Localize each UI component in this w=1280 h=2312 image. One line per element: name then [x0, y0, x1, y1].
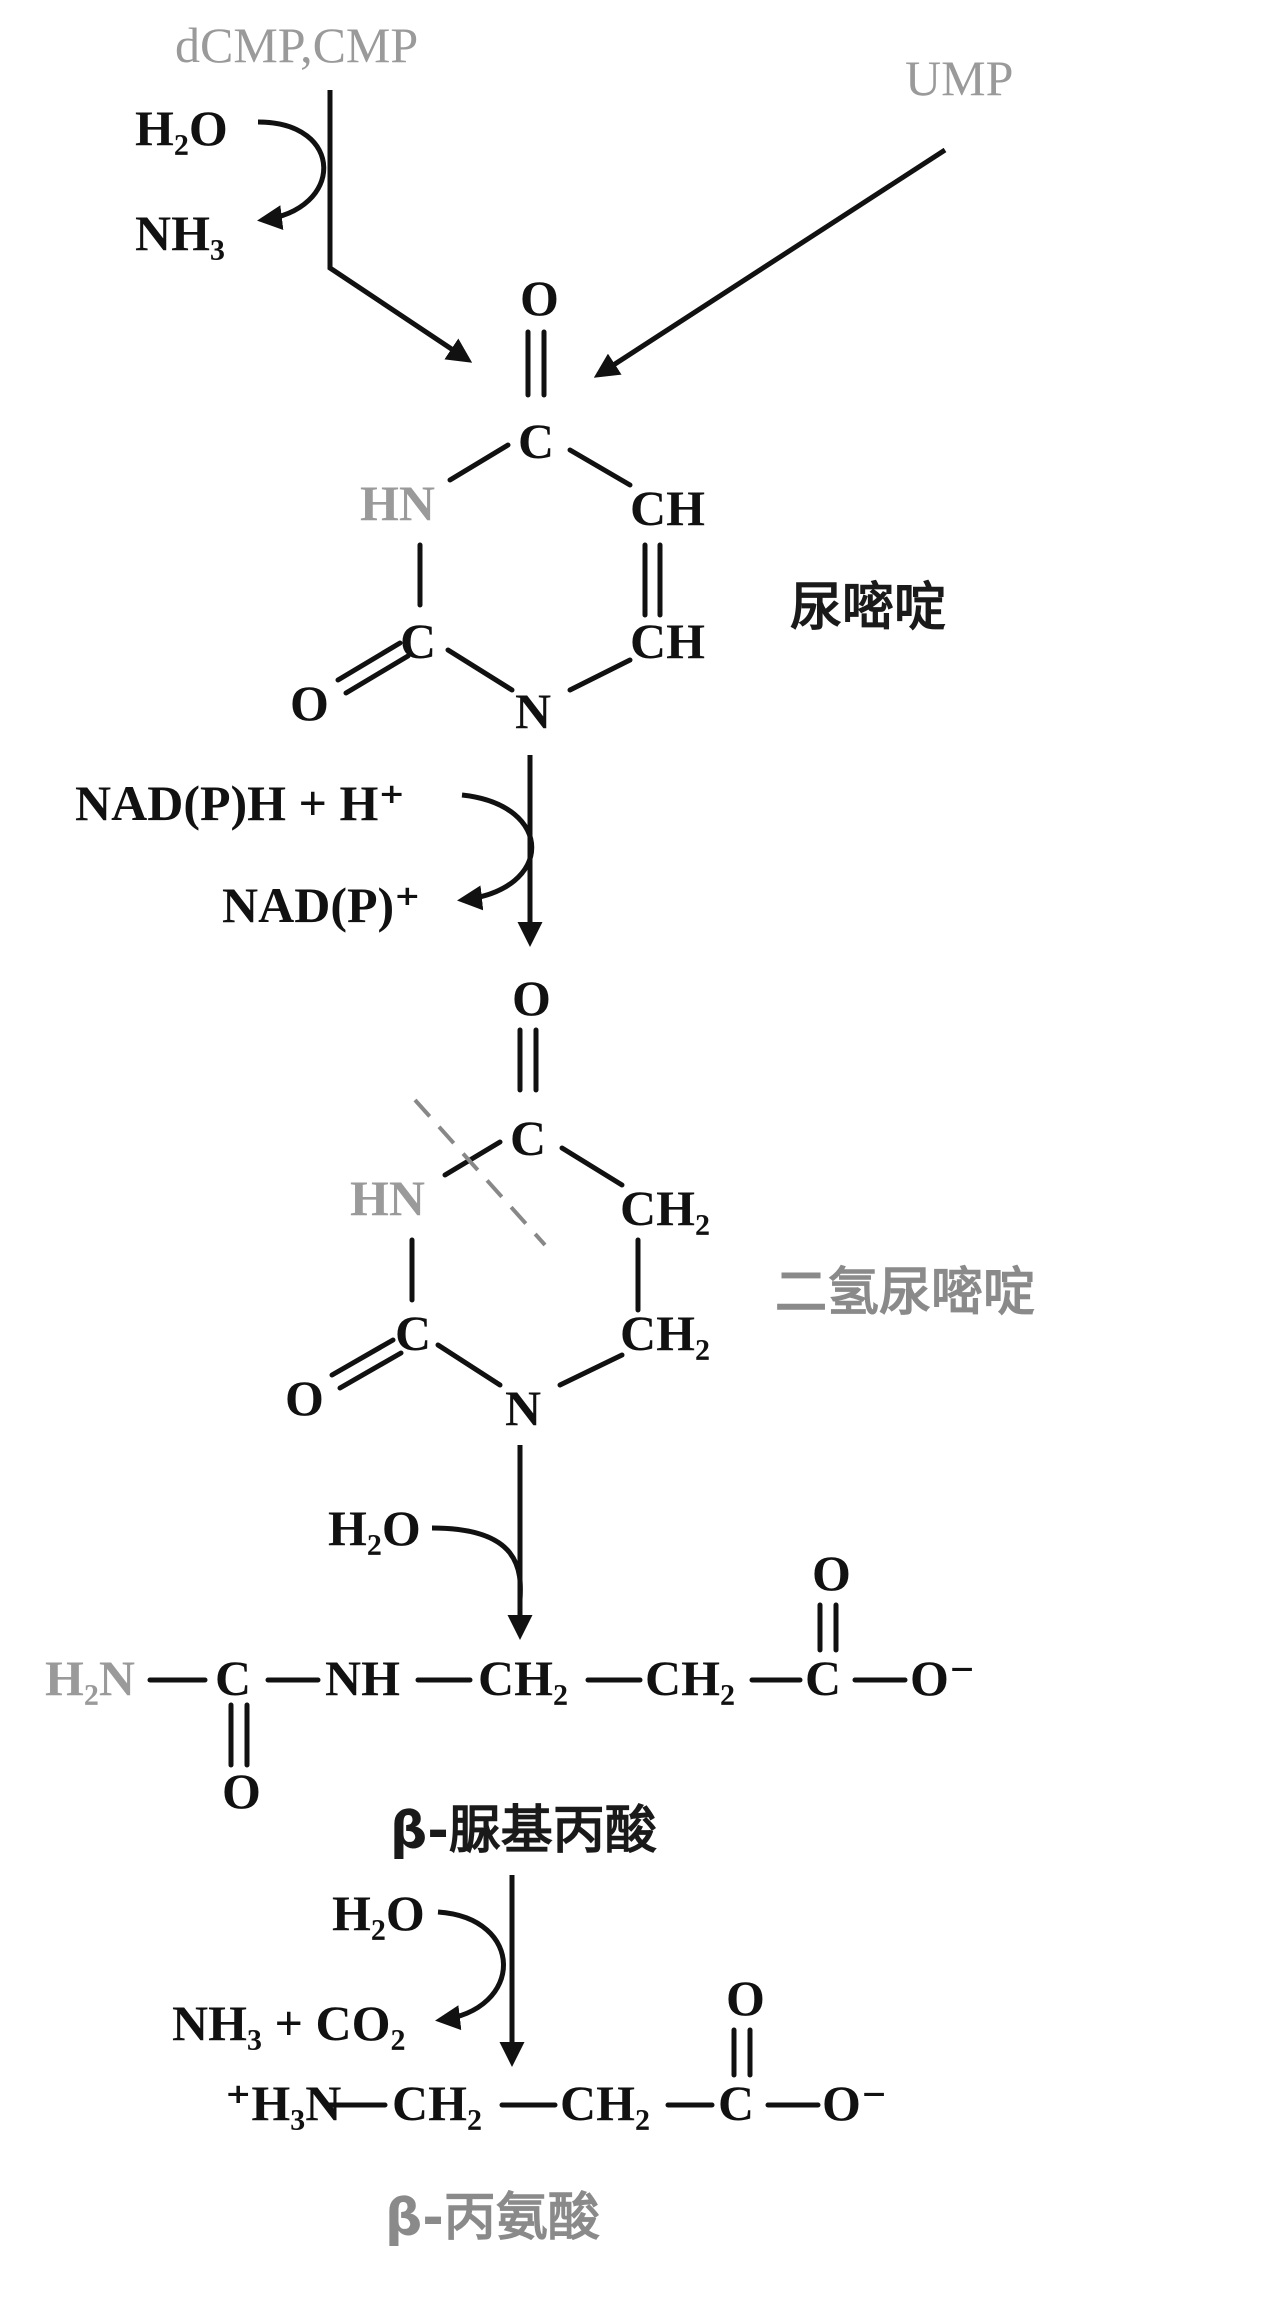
uracil-o-top: O [520, 270, 559, 326]
dihydrouracil-hn: HN [350, 1170, 425, 1226]
uracil-c-top: C [518, 413, 554, 469]
cleavage-line [413, 1098, 547, 1247]
ureido-c2: C [805, 1650, 841, 1706]
uracil-o-left: O [290, 675, 329, 731]
dihydrouracil-n-bottom: N [505, 1380, 541, 1436]
ureido-o-down: O [222, 1763, 261, 1819]
beta-alanine-name: β-丙氨酸 [385, 2188, 601, 2248]
uracil-ch-b: CH [630, 613, 705, 669]
uracil-name: 尿嘧啶 [790, 578, 946, 638]
ureido-ch2-a: CH₂ [478, 1650, 568, 1706]
step3-curved-arrow [431, 1525, 523, 1601]
step1-main-arrow [327, 90, 473, 363]
ureido-o-minus: O⁻ [910, 1650, 975, 1706]
step4-curved-arrow [435, 1909, 506, 2031]
input-dcmp-cmp: dCMP,CMP [175, 17, 418, 73]
uracil-structure: O C HN CH C CH O N [290, 270, 705, 739]
alanine-ch2-b: CH₂ [560, 2075, 650, 2131]
uracil-c-left: C [400, 613, 436, 669]
alanine-o-up: O [726, 1970, 765, 2026]
dihydrouracil-ch2-b: CH₂ [620, 1305, 710, 1361]
step4-input: H₂O [332, 1885, 425, 1941]
step2-curved-arrow [457, 792, 535, 911]
ureido-h2n: H₂N [45, 1650, 135, 1706]
step4-output: NH₃ + CO₂ [172, 1995, 405, 2051]
dihydrouracil-o-top: O [512, 970, 551, 1026]
dihydrouracil-o-left: O [285, 1370, 324, 1426]
ureido-c1: C [215, 1650, 251, 1706]
dihydrouracil-ch2-a: CH₂ [620, 1180, 710, 1236]
dihydrouracil-structure: O C HN CH₂ C CH₂ O N [285, 970, 710, 1436]
alanine-o-minus: O⁻ [822, 2075, 887, 2131]
step1-input: H₂O [135, 100, 228, 156]
uracil-n-bottom: N [515, 683, 551, 739]
step1-output: NH₃ [135, 205, 225, 261]
alanine-c: C [718, 2075, 754, 2131]
dihydrouracil-c-top: C [510, 1110, 546, 1166]
ureido-nh: NH [325, 1650, 400, 1706]
ureidopropionate-name: β-脲基丙酸 [390, 1801, 658, 1861]
step3-input: H₂O [328, 1500, 421, 1556]
alanine-h3n: ⁺H₃N [225, 2075, 341, 2131]
uracil-hn: HN [360, 475, 435, 531]
step2-input: NAD(P)H + H⁺ [75, 775, 405, 831]
ump-arrow [593, 147, 947, 378]
ureido-o-up: O [812, 1545, 851, 1601]
ureido-ch2-b: CH₂ [645, 1650, 735, 1706]
beta-alanine-structure: ⁺H₃N CH₂ CH₂ C O⁻ O [225, 1970, 887, 2131]
uracil-ch-a: CH [630, 480, 705, 536]
alanine-ch2-a: CH₂ [392, 2075, 482, 2131]
dihydrouracil-name: 二氢尿嘧啶 [775, 1263, 1035, 1323]
ureidopropionate-structure: H₂N C NH CH₂ CH₂ C O⁻ O O [45, 1545, 975, 1819]
input-ump: UMP [905, 50, 1013, 106]
step1-curved-arrow [257, 119, 327, 230]
step2-output: NAD(P)⁺ [222, 877, 421, 933]
